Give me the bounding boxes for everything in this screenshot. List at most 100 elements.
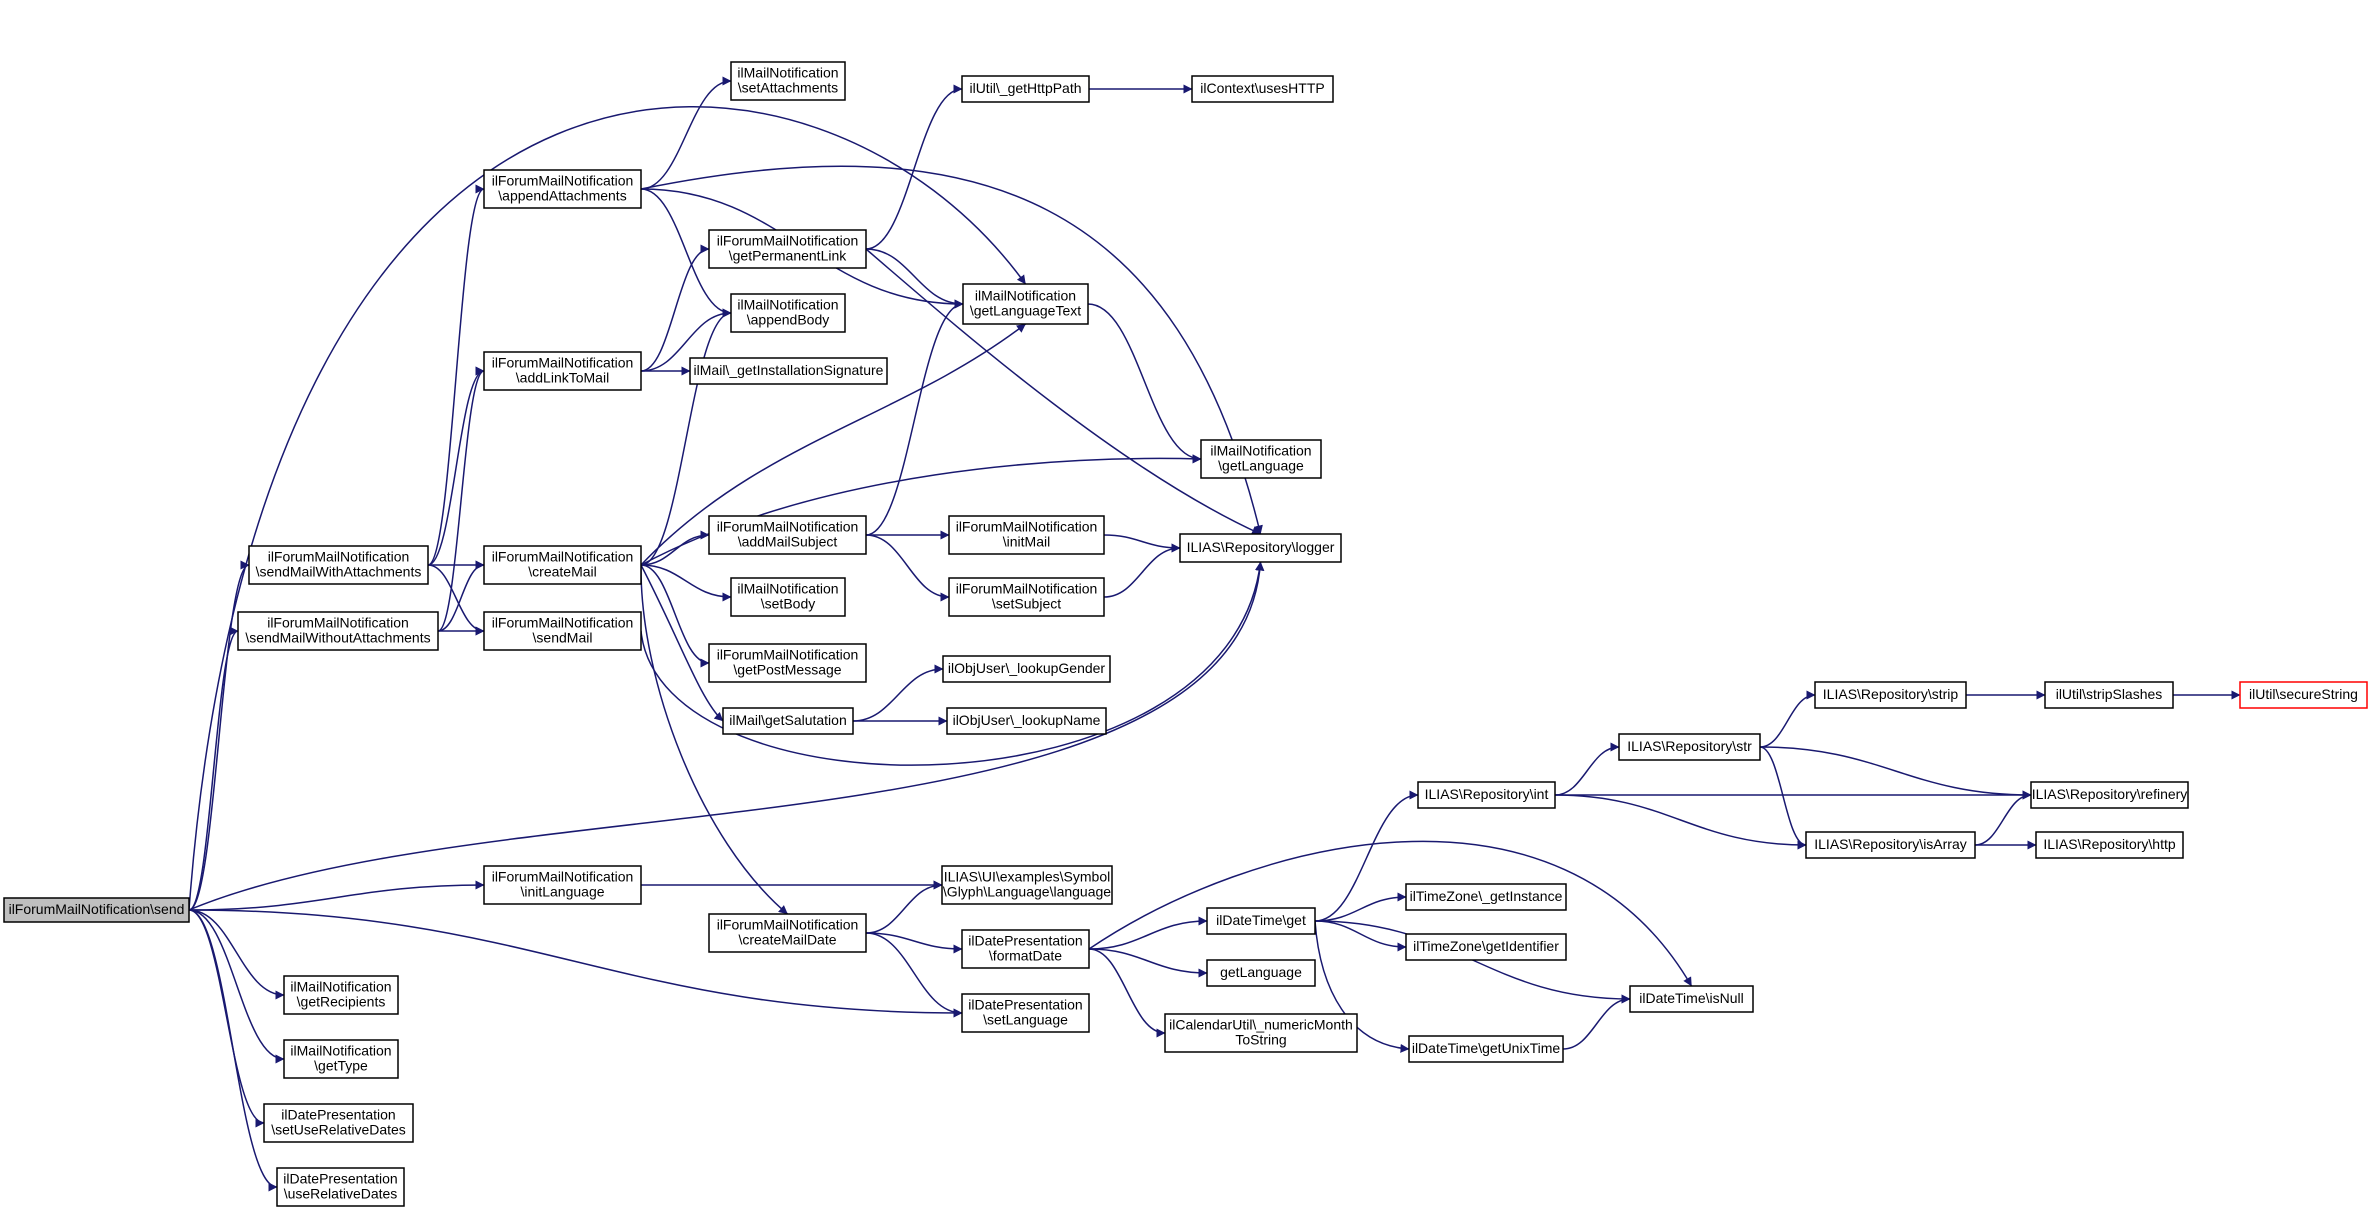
node-addLink[interactable]: ilForumMailNotification\addLinkToMail [483,351,642,391]
edge-addMailSubject-to-setSubject [865,534,950,602]
node-dtGetUnixTime[interactable]: ilDateTime\getUnixTime [1408,1035,1564,1063]
node-getRecipients[interactable]: ilMailNotification\getRecipients [283,975,399,1015]
node-useRelDates[interactable]: ilDatePresentation\useRelativeDates [276,1167,405,1207]
node-label: ilForumMailNotification [717,519,859,535]
node-refinery[interactable]: ILIAS\Repository\refinery [2030,781,2189,809]
node-getHttpPath[interactable]: ilUtil\_getHttpPath [961,75,1090,103]
node-box [961,75,1090,103]
node-box [946,707,1107,735]
node-repoInt[interactable]: ILIAS\Repository\int [1417,781,1556,809]
node-initLanguage[interactable]: ilForumMailNotification\initLanguage [483,865,642,905]
edge-send-to-sendWithoutAtt [188,626,239,911]
node-getSalutation[interactable]: ilMail\getSalutation [722,707,854,735]
edge-createMail-to-getSalutation [640,564,724,722]
node-tzGetIdentifier[interactable]: ilTimeZone\getIdentifier [1405,933,1567,961]
node-label: ilMailNotification [1210,443,1311,459]
node-getType[interactable]: ilMailNotification\getType [283,1039,399,1079]
node-initMail[interactable]: ilForumMailNotification\initMail [948,515,1105,555]
node-label: ilForumMailNotification [492,355,634,371]
node-dtGet[interactable]: ilDateTime\get [1206,907,1316,935]
node-secureString[interactable]: ilUtil\secureString [2239,681,2368,709]
edge-getPermLink-to-getLangText [865,248,964,309]
node-label: ilForumMailNotification [267,615,409,631]
edge-createMail-to-addMailSubject [640,530,710,566]
node-box [962,283,1089,325]
node-label: ilDatePresentation [968,997,1082,1013]
node-label: ilForumMailNotification [717,233,859,249]
node-globalGetLanguage[interactable]: getLanguage [1206,959,1316,987]
node-setUseRelDates[interactable]: ilDatePresentation\setUseRelativeDates [263,1103,414,1143]
node-label: ilUtil\_getHttpPath [969,80,1081,96]
edge-dtGet-to-dtGetUnixTime [1314,920,1410,1053]
edge-createMail-to-setBody [640,564,732,602]
edge-repoInt-to-repoStr [1554,742,1620,796]
node-label: ilDateTime\get [1216,912,1306,928]
node-box [248,545,429,585]
node-sendWithAtt[interactable]: ilForumMailNotification\sendMailWithAtta… [248,545,429,585]
node-box [263,1103,414,1143]
node-setLanguage[interactable]: ilDatePresentation\setLanguage [961,993,1090,1033]
edge-appendAtt-to-logger [640,165,1263,535]
edge-repoInt-to-isArray [1554,794,1807,850]
node-getPermLink[interactable]: ilForumMailNotification\getPermanentLink [708,229,867,269]
node-getPostMessage[interactable]: ilForumMailNotification\getPostMessage [708,643,867,683]
node-sendMail[interactable]: ilForumMailNotification\sendMail [483,611,642,651]
node-box [283,975,399,1015]
node-lookupName[interactable]: ilObjUser\_lookupName [946,707,1107,735]
edge-createMailDate-to-glyphLanguage [865,880,943,934]
node-label: ilDatePresentation [283,1171,397,1187]
node-logger[interactable]: ILIAS\Repository\logger [1179,533,1342,563]
node-repoStrip[interactable]: ILIAS\Repository\strip [1814,681,1967,709]
node-appendBody[interactable]: ilMailNotification\appendBody [730,293,846,333]
node-label: ilUtil\stripSlashes [2056,686,2163,702]
node-label: ilMailNotification [975,288,1076,304]
node-label: \addLinkToMail [516,370,609,386]
node-getLangText[interactable]: ilMailNotification\getLanguageText [962,283,1089,325]
node-createMailDate[interactable]: ilForumMailNotification\createMailDate [708,913,867,953]
node-http[interactable]: ILIAS\Repository\http [2035,831,2184,859]
node-box [483,545,642,585]
node-tzGetInstance[interactable]: ilTimeZone\_getInstance [1405,883,1567,911]
node-installSig[interactable]: ilMail\_getInstallationSignature [689,357,888,385]
node-box [708,515,867,555]
node-label: \getRecipients [297,994,386,1010]
node-label: ILIAS\Repository\http [2043,836,2176,852]
node-stripSlashes[interactable]: ilUtil\stripSlashes [2044,681,2174,709]
node-usesHTTP[interactable]: ilContext\usesHTTP [1191,75,1334,103]
node-dtIsNull[interactable]: ilDateTime\isNull [1629,985,1754,1013]
node-label: ilObjUser\_lookupName [953,712,1101,728]
edge-repoStr-to-repoStrip [1759,690,1816,748]
node-getLanguage[interactable]: ilMailNotification\getLanguage [1200,439,1322,479]
node-label: ILIAS\UI\examples\Symbol [944,869,1111,885]
node-box [730,293,846,333]
node-setSubject[interactable]: ilForumMailNotification\setSubject [948,577,1105,617]
node-isArray[interactable]: ILIAS\Repository\isArray [1805,831,1976,859]
node-box [237,611,439,651]
node-sendWithoutAtt[interactable]: ilForumMailNotification\sendMailWithoutA… [237,611,439,651]
node-createMail[interactable]: ilForumMailNotification\createMail [483,545,642,585]
node-setAtt[interactable]: ilMailNotification\setAttachments [730,61,846,101]
node-lookupGender[interactable]: ilObjUser\_lookupGender [942,655,1111,683]
node-label: \sendMail [533,630,593,646]
node-box [722,707,854,735]
edge-createMail-to-getPostMessage [640,564,710,668]
edge-send-to-sendWithAtt [188,560,250,911]
node-send[interactable]: ilForumMailNotification\send [3,897,190,923]
node-label: \formatDate [989,948,1062,964]
node-label: ilCalendarUtil\_numericMonth [1169,1017,1353,1033]
node-label: \getPermanentLink [729,248,848,264]
node-box [3,897,190,923]
node-repoStr[interactable]: ILIAS\Repository\str [1618,733,1761,761]
node-addMailSubject[interactable]: ilForumMailNotification\addMailSubject [708,515,867,555]
node-appendAtt[interactable]: ilForumMailNotification\appendAttachment… [483,169,642,209]
node-glyphLanguage[interactable]: ILIAS\UI\examples\Symbol\Glyph\Language\… [941,865,1113,905]
node-box [483,611,642,651]
node-setBody[interactable]: ilMailNotification\setBody [730,577,846,617]
node-label: ilDateTime\isNull [1639,990,1744,1006]
nodes-layer: ilForumMailNotification\send ilForumMailN… [3,61,2368,1207]
node-formatDate[interactable]: ilDatePresentation\formatDate [961,929,1090,969]
edge-sendWithAtt-to-addLink [427,366,485,566]
node-box [2239,681,2368,709]
